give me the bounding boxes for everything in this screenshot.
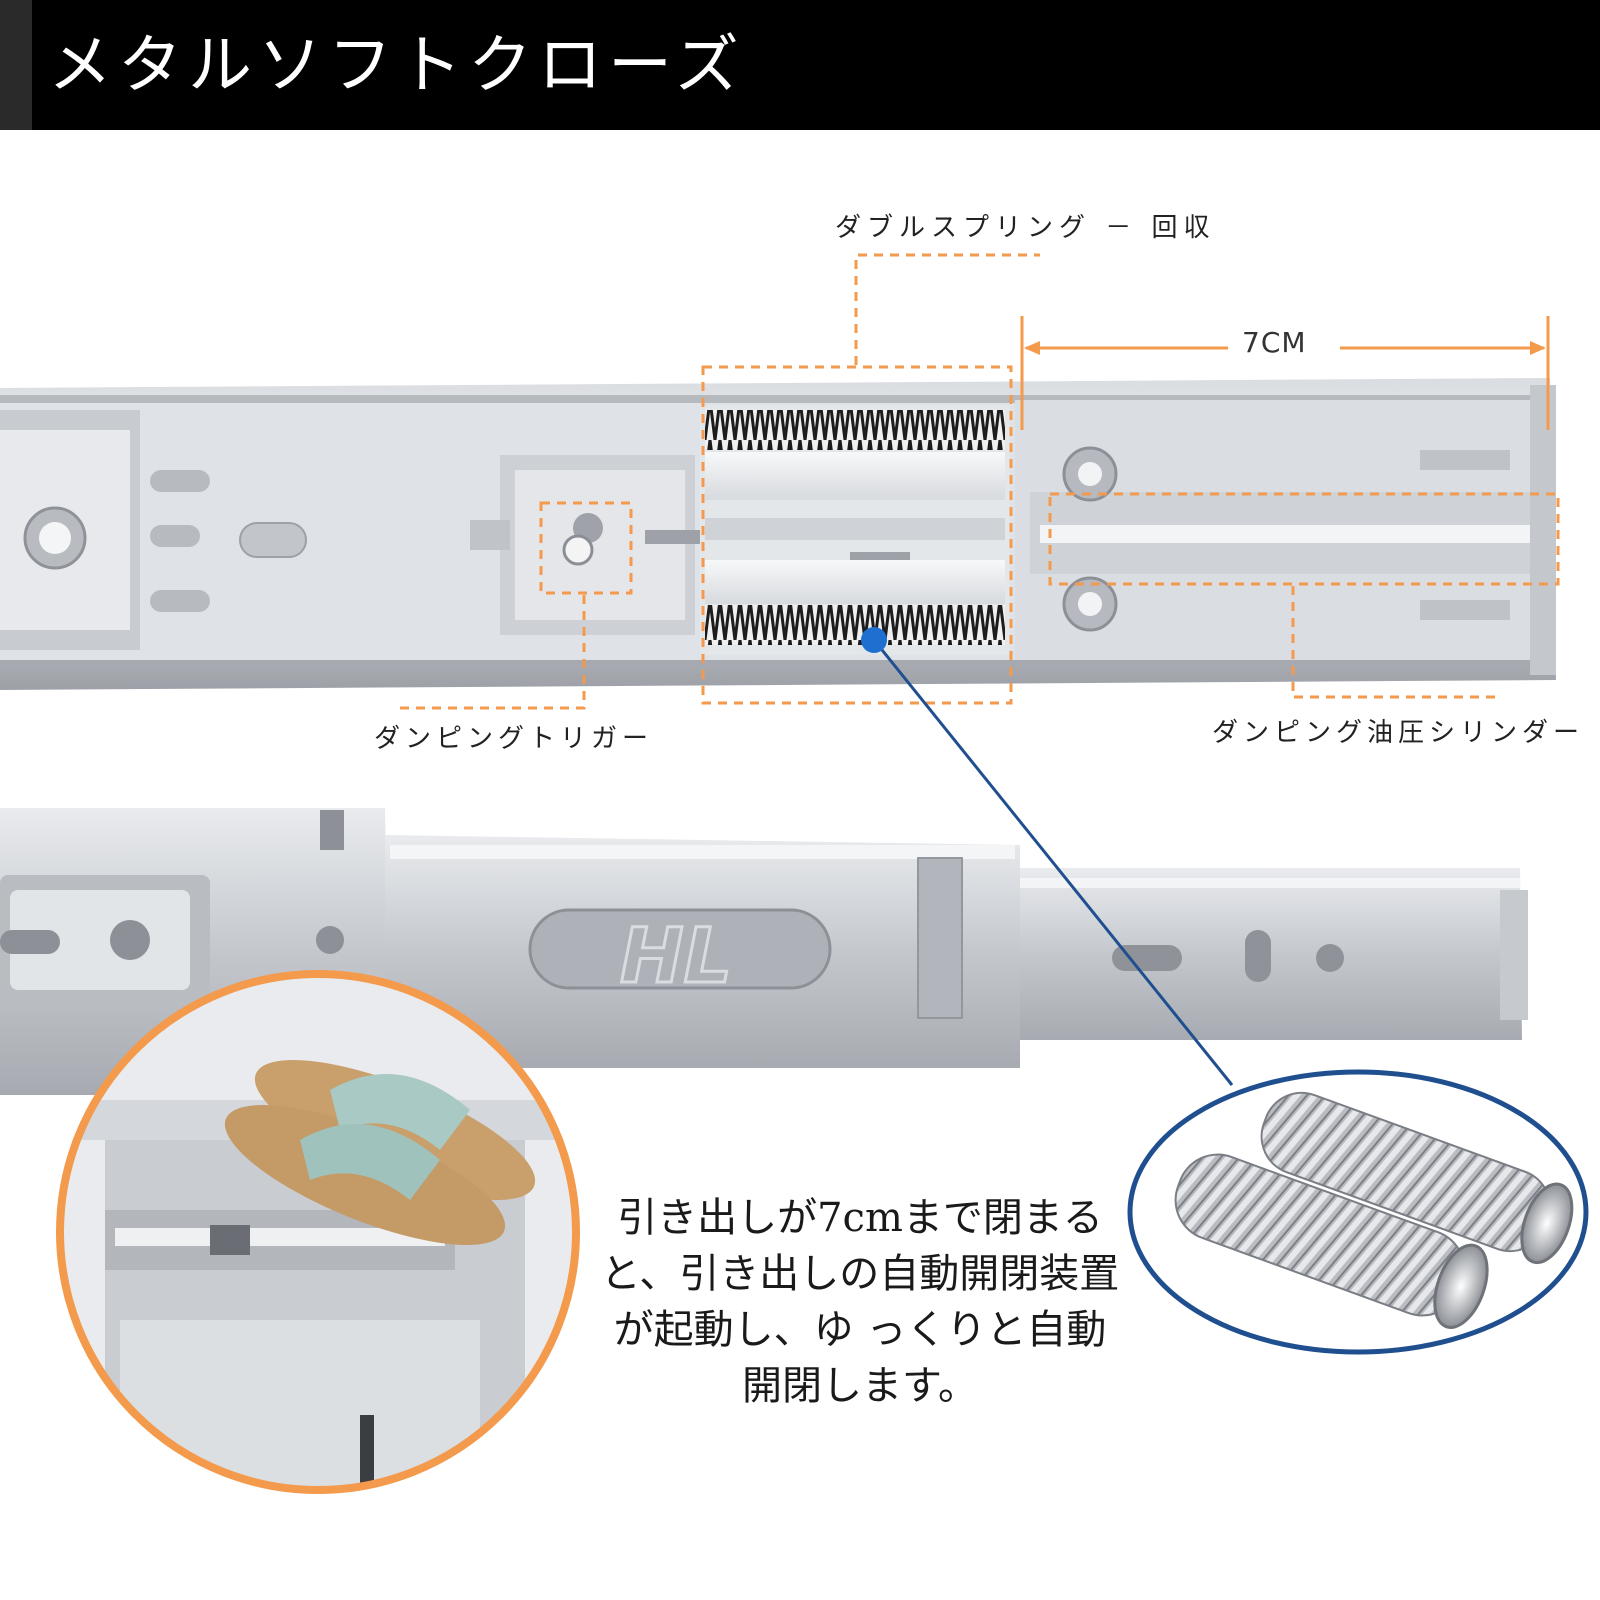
banner-edge — [0, 0, 32, 130]
page-title: メタルソフトクローズ — [48, 29, 745, 103]
damping-cylinder-label: ダンピング油圧シリンダー — [1212, 718, 1585, 748]
pointer-dot — [861, 627, 887, 653]
cylinder-leader-line — [1291, 586, 1500, 699]
cylinder-callout-box — [1048, 492, 1560, 586]
description-text: 引き出しが7cmまで閉まる と、引き出しの自動開閉装置 が起動し、ゆ っくりと自… — [580, 1190, 1140, 1414]
description-line: が起動し、ゆ っくりと自動 — [613, 1307, 1107, 1353]
callout-frames — [400, 253, 1560, 710]
trigger-leader-line — [400, 595, 586, 710]
double-spring-label: ダブルスプリング － 回収 — [835, 213, 1216, 243]
spring-leader-line — [854, 253, 1040, 365]
spring-callout-box — [701, 365, 1013, 705]
title-banner: メタルソフトクローズ — [0, 0, 1600, 130]
trigger-callout-box — [539, 501, 633, 595]
lower-slide-rail: HL — [0, 808, 1528, 1095]
stroke-dimension — [1020, 316, 1550, 430]
damping-trigger-label: ダンピングトリガー — [374, 724, 654, 754]
description-line: 引き出しが7cmまで閉まる — [617, 1195, 1103, 1241]
description-line: 開閉します。 — [742, 1363, 978, 1409]
spring-pointer — [861, 627, 1234, 1086]
rail-logo: HL — [620, 911, 732, 1000]
upper-slide-rail — [0, 378, 1556, 690]
drawer-inset — [56, 970, 580, 1494]
description-line: と、引き出しの自動開閉装置 — [600, 1251, 1120, 1297]
springs-inset — [1127, 1069, 1589, 1355]
stroke-length-label: 7CM — [1242, 326, 1307, 359]
